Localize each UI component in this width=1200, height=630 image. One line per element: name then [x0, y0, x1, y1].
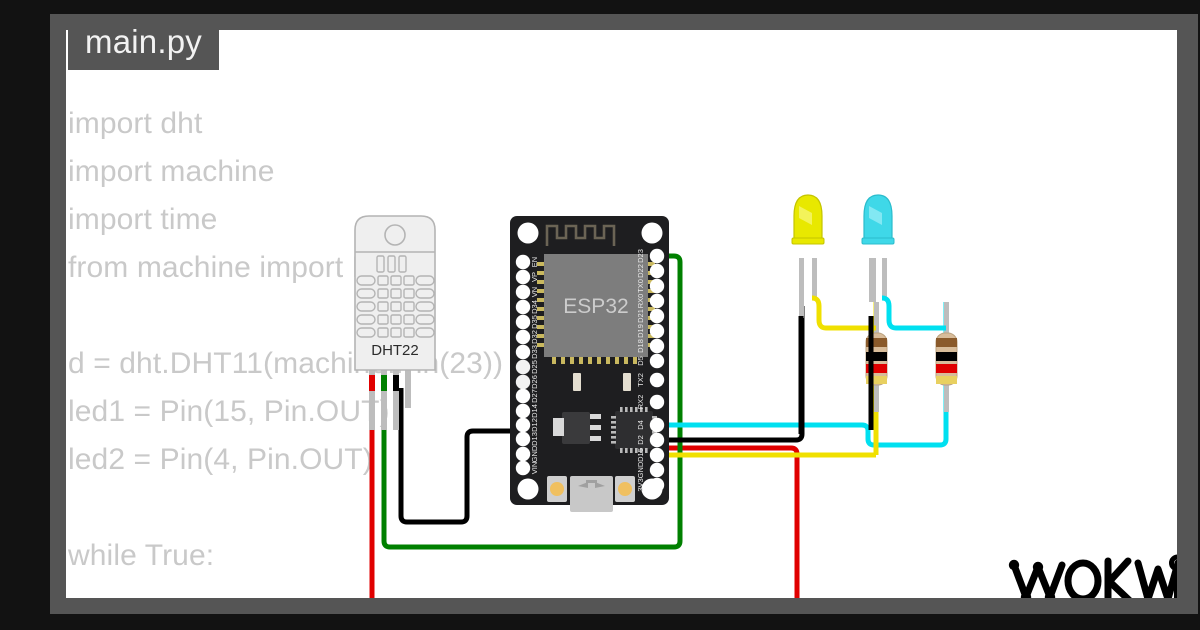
- regulator-pin: [590, 414, 601, 419]
- file-tab-main-py[interactable]: main.py: [68, 14, 219, 70]
- pin-labels-right: D23 D22 TX0 RX0 D21 D19 D18 D5 TX2 RX2 D…: [636, 249, 645, 492]
- smd-cap: [573, 373, 581, 391]
- svg-text:D18: D18: [636, 339, 645, 353]
- esp32-module-shield: [544, 254, 648, 357]
- wokwi-logo-mark: [1010, 557, 1177, 598]
- regulator-tab: [553, 418, 564, 436]
- regulator-pin: [590, 425, 601, 430]
- wire-stubs: [811, 295, 946, 331]
- board-mount-hole: [517, 222, 539, 244]
- dht-leg-1: [369, 368, 375, 430]
- dht22-sensor[interactable]: DHT22: [354, 215, 436, 430]
- svg-text:GND: GND: [530, 445, 539, 462]
- svg-text:RX2: RX2: [636, 395, 645, 410]
- led2-leg: [869, 258, 874, 302]
- wokwi-logo-i: [1169, 554, 1177, 598]
- usb-uart-ic: [615, 411, 653, 449]
- wire-3v3-red-run[interactable]: [669, 445, 800, 598]
- svg-text:D14: D14: [530, 404, 539, 418]
- svg-text:D22: D22: [636, 264, 645, 278]
- svg-text:D33: D33: [530, 345, 539, 359]
- dht-label: DHT22: [371, 342, 419, 359]
- svg-text:D4: D4: [636, 420, 645, 430]
- led-cyan-body-group[interactable]: [861, 194, 895, 302]
- dht-leg-4: [405, 368, 411, 408]
- antenna-trace: [545, 224, 616, 246]
- esp32-chip-label: ESP32: [563, 295, 628, 318]
- led-yellow[interactable]: [791, 194, 825, 318]
- esp32-board[interactable]: ESP32: [510, 216, 669, 512]
- usb-connector-detail: [578, 482, 588, 488]
- svg-text:D13: D13: [530, 432, 539, 446]
- dht-grille-top: [376, 255, 407, 273]
- dht-mount-hole: [384, 224, 406, 246]
- usb-connector-detail: [595, 482, 605, 488]
- voltage-regulator: [562, 412, 590, 444]
- cathode-wires: [798, 316, 874, 434]
- wire-group: [369, 253, 949, 598]
- resistor-2[interactable]: [935, 302, 958, 412]
- resistor1-band-3: [866, 364, 887, 373]
- wokwi-logo-nodes: [1008, 559, 1056, 598]
- led1-anode-leg: [812, 258, 817, 298]
- header-right[interactable]: [649, 248, 665, 493]
- svg-text:VN: VN: [530, 287, 539, 297]
- svg-text:D27: D27: [530, 389, 539, 403]
- resistor1-band-4: [866, 376, 887, 384]
- led2-flange: [861, 237, 895, 245]
- svg-text:D26: D26: [530, 375, 539, 389]
- board-mount-hole: [517, 478, 539, 500]
- svg-text:D35: D35: [530, 315, 539, 329]
- smd-cap: [623, 373, 631, 391]
- board-mount-hole: [641, 222, 663, 244]
- dht-wire-tips: [369, 375, 399, 391]
- resistor2-band-3: [936, 364, 957, 373]
- led1-flange: [791, 237, 825, 245]
- boot-button[interactable]: [547, 476, 567, 502]
- svg-text:VIN: VIN: [530, 462, 539, 475]
- resistor1-band-2: [866, 352, 887, 361]
- wire-dht-gnd-to-gnd[interactable]: [398, 388, 510, 525]
- svg-text:D2: D2: [636, 435, 645, 445]
- dht-leg-2: [381, 368, 387, 430]
- svg-text:D15: D15: [636, 448, 645, 462]
- pin-labels-left: EN VP VN D34 D35 D32 D33 D25 D26 D27 D14…: [530, 257, 539, 474]
- svg-text:RX0: RX0: [636, 294, 645, 309]
- svg-text:D12: D12: [530, 418, 539, 432]
- usb-connector-detail: [586, 480, 597, 483]
- svg-text:D23: D23: [636, 249, 645, 263]
- svg-text:VP: VP: [530, 272, 539, 282]
- svg-text:GND: GND: [636, 461, 645, 478]
- led1-highlight: [799, 206, 812, 225]
- svg-text:D5: D5: [636, 356, 645, 366]
- circuit-diagram: DHT22: [354, 194, 958, 598]
- resistor2-band-2: [936, 352, 957, 361]
- en-button[interactable]: [615, 476, 635, 502]
- svg-text:TX0: TX0: [636, 279, 645, 293]
- svg-text:D25: D25: [530, 360, 539, 374]
- wire-dht-data-to-d23[interactable]: [381, 253, 683, 550]
- led2-highlight: [869, 206, 882, 225]
- dht-leg-3: [393, 368, 399, 430]
- led1-cathode-leg: [799, 258, 804, 318]
- svg-text:D34: D34: [530, 300, 539, 314]
- regulator-pin: [590, 436, 601, 441]
- simulation-canvas: import dht import machine import time fr…: [66, 30, 1177, 598]
- svg-text:D21: D21: [636, 309, 645, 323]
- svg-text:EN: EN: [530, 257, 539, 267]
- svg-text:D32: D32: [530, 330, 539, 344]
- wokwi-logo: WOKWI: [1004, 545, 1177, 598]
- wire-gnd-to-led-cathodes[interactable]: [669, 306, 805, 443]
- svg-text:D19: D19: [636, 324, 645, 338]
- svg-text:TX2: TX2: [636, 373, 645, 387]
- resistor1-band-1: [866, 338, 887, 347]
- wire-d4-to-led2[interactable]: [669, 302, 949, 448]
- led2-leg2: [882, 258, 887, 298]
- header-left[interactable]: [515, 254, 531, 476]
- svg-text:3V3: 3V3: [636, 478, 645, 491]
- resistor2-band-4: [936, 376, 957, 384]
- dht-grille: [356, 275, 435, 338]
- resistor2-band-1: [936, 338, 957, 347]
